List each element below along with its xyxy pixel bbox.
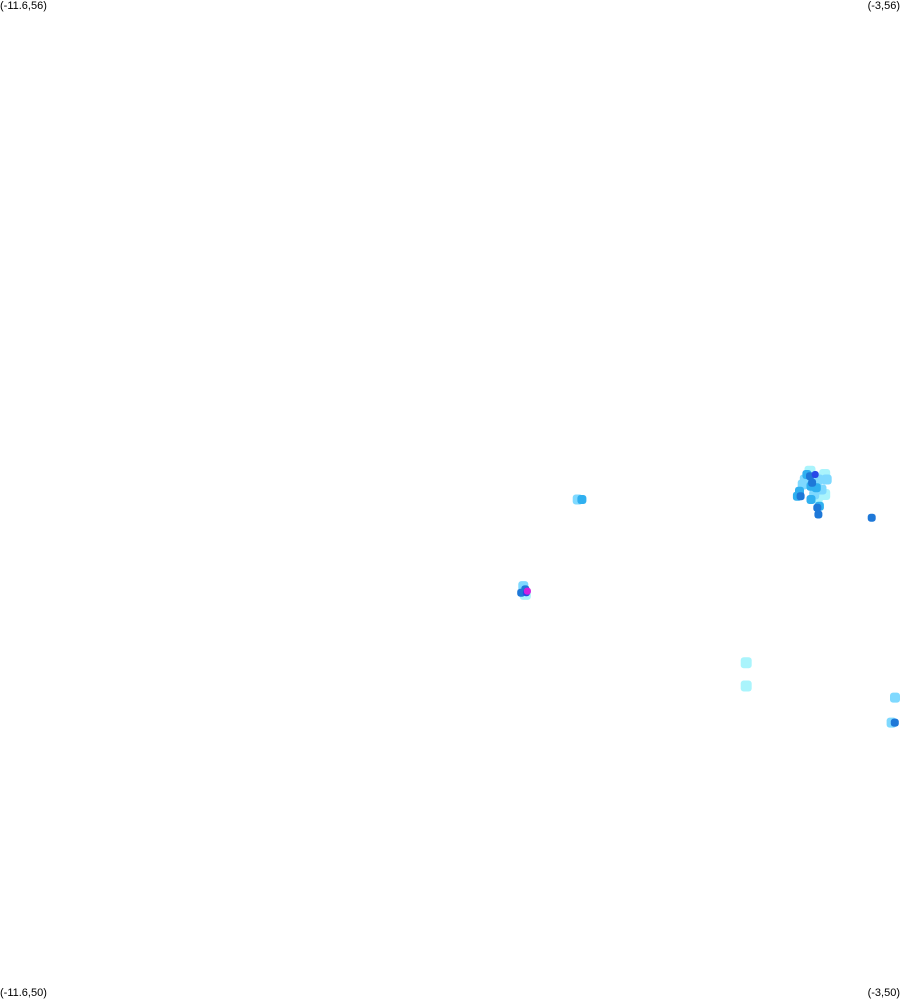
corner-label-top-right: (-3,56)	[867, 0, 900, 12]
corner-label-bottom-left: (-11.6,50)	[0, 987, 47, 999]
radar-echo-cell	[811, 471, 819, 478]
corner-label-bottom-right: (-3,50)	[867, 987, 900, 999]
radar-echo-cell	[890, 718, 899, 727]
radar-echo-cell	[890, 692, 900, 703]
radar-echo-cell	[808, 478, 817, 487]
radar-echo-cell	[821, 474, 832, 485]
radar-echo-cell	[796, 492, 805, 501]
corner-label-top-left: (-11.6,56)	[0, 0, 47, 12]
radar-echo-cell	[523, 587, 531, 595]
radar-echo-cell	[740, 657, 752, 669]
radar-echo-cell	[740, 680, 752, 692]
radar-echo-cell	[814, 510, 823, 519]
radar-echo-cell	[577, 495, 587, 504]
radar-echo-cell	[813, 503, 822, 512]
radar-echo-cell	[867, 513, 876, 522]
radar-echo-cell	[806, 495, 816, 504]
radar-echo-cell	[517, 588, 526, 597]
